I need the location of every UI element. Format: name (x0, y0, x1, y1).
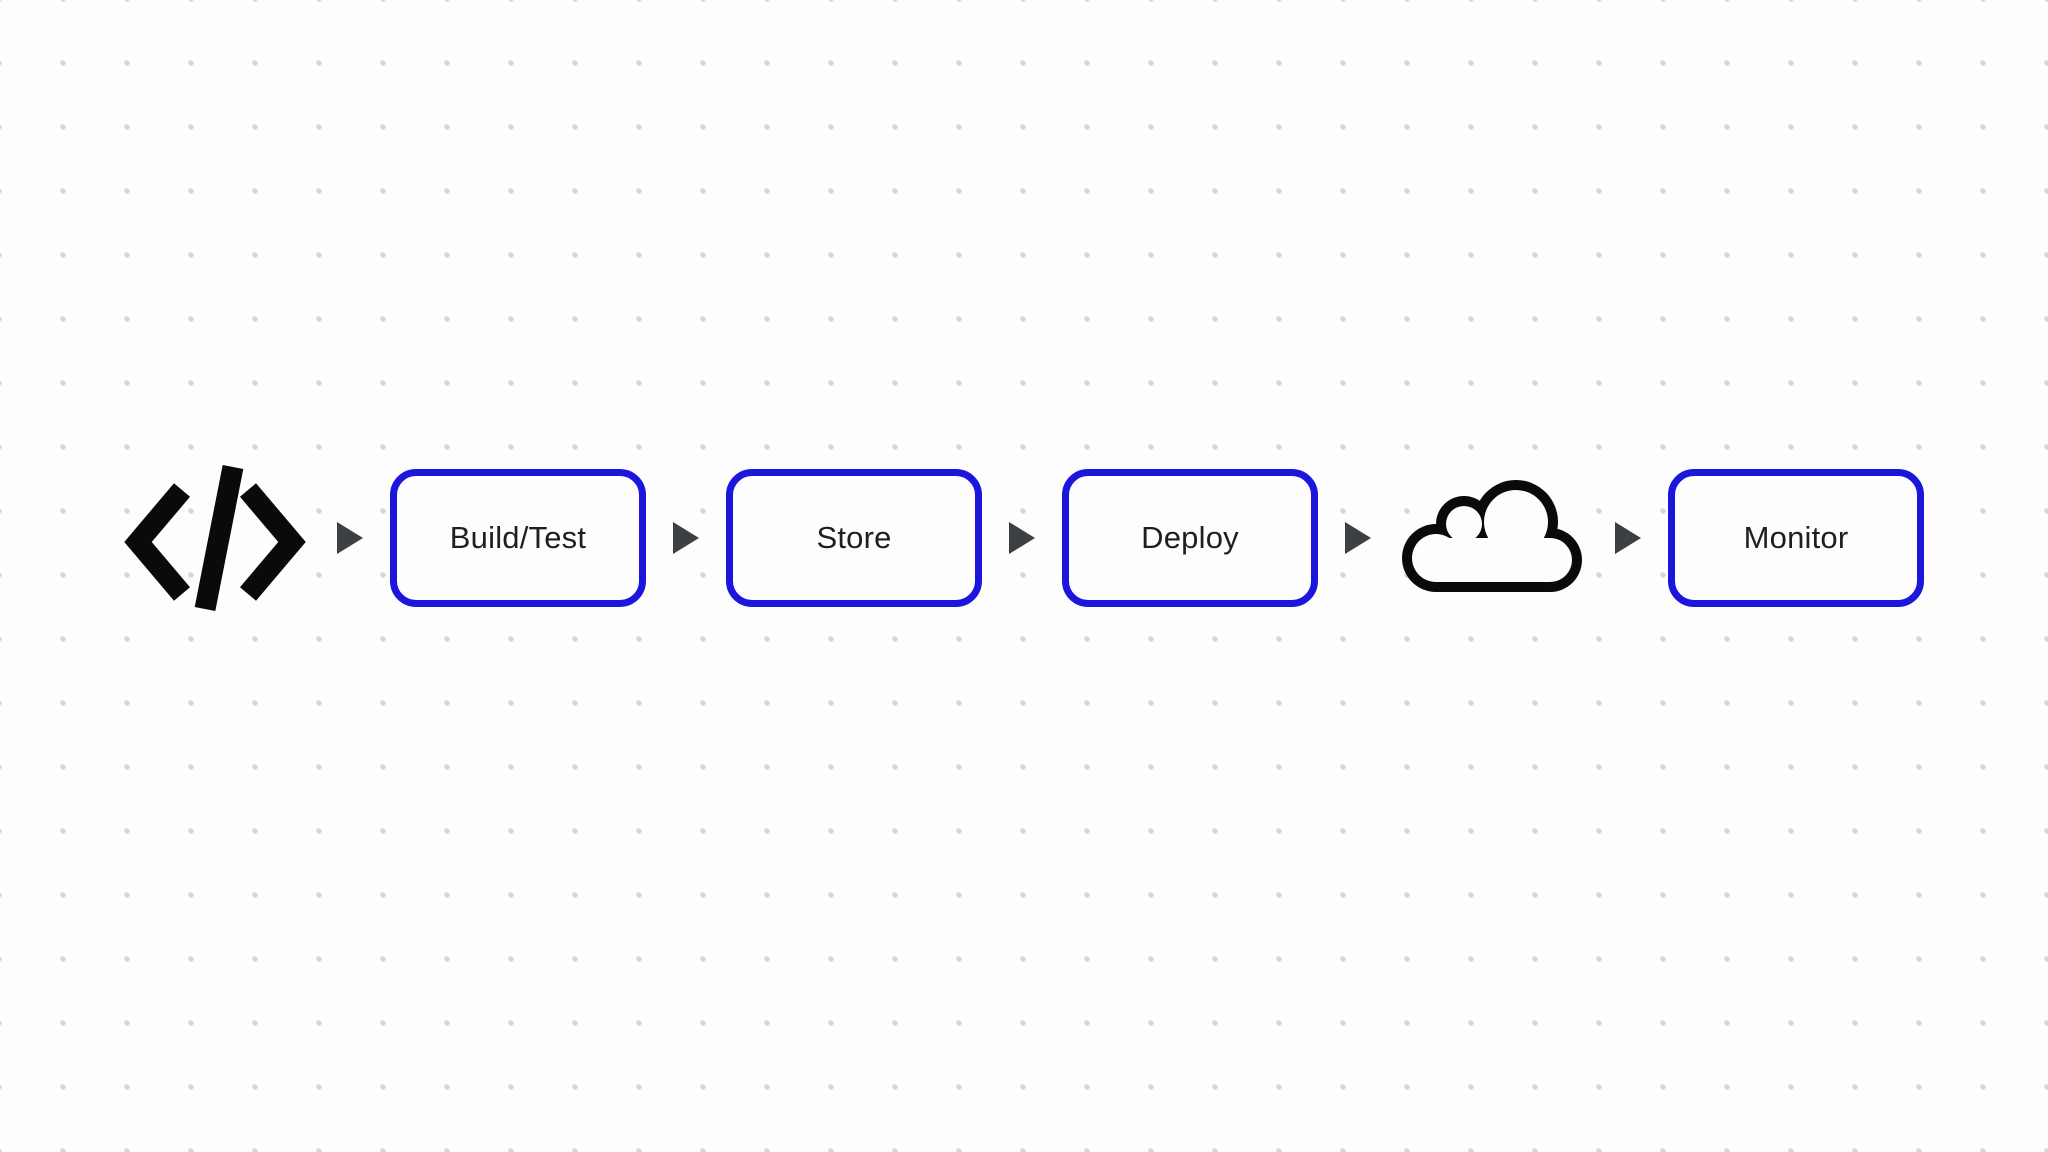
flow-arrow-icon (1615, 522, 1641, 554)
pipeline-flow: Build/Test Store Deploy (120, 464, 1924, 612)
node-deploy[interactable]: Deploy (1062, 469, 1318, 607)
node-build-test-label: Build/Test (449, 520, 587, 555)
node-deploy-label: Deploy (1141, 520, 1239, 555)
cloud-icon[interactable] (1398, 478, 1588, 598)
flow-arrow-icon (1345, 522, 1371, 554)
node-monitor-label: Monitor (1743, 520, 1849, 555)
node-store[interactable]: Store (726, 469, 982, 607)
flow-arrow-icon (1009, 522, 1035, 554)
node-store-label: Store (816, 520, 892, 555)
code-icon[interactable] (120, 464, 310, 612)
flow-arrow-icon (337, 522, 363, 554)
node-build-test[interactable]: Build/Test (390, 469, 646, 607)
node-monitor[interactable]: Monitor (1668, 469, 1924, 607)
flow-arrow-icon (673, 522, 699, 554)
